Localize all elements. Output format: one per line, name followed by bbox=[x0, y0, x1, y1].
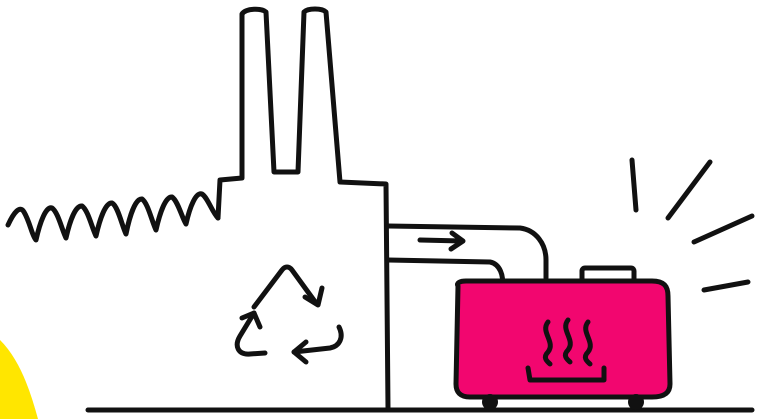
yellow-corner-fill bbox=[0, 340, 38, 419]
pipe-upper-edge bbox=[388, 226, 546, 278]
factory-icon bbox=[218, 9, 388, 408]
heater-wheel-left bbox=[482, 394, 498, 410]
heater-unit-icon bbox=[456, 268, 670, 410]
pipe-flow-arrow-icon bbox=[420, 233, 463, 249]
sparkle-lines-icon bbox=[632, 160, 752, 290]
yellow-sweep-shape bbox=[0, 8, 76, 340]
heater-wheel-right bbox=[628, 394, 644, 410]
recycle-icon bbox=[237, 267, 341, 362]
zigzag-wall-icon bbox=[8, 194, 218, 240]
